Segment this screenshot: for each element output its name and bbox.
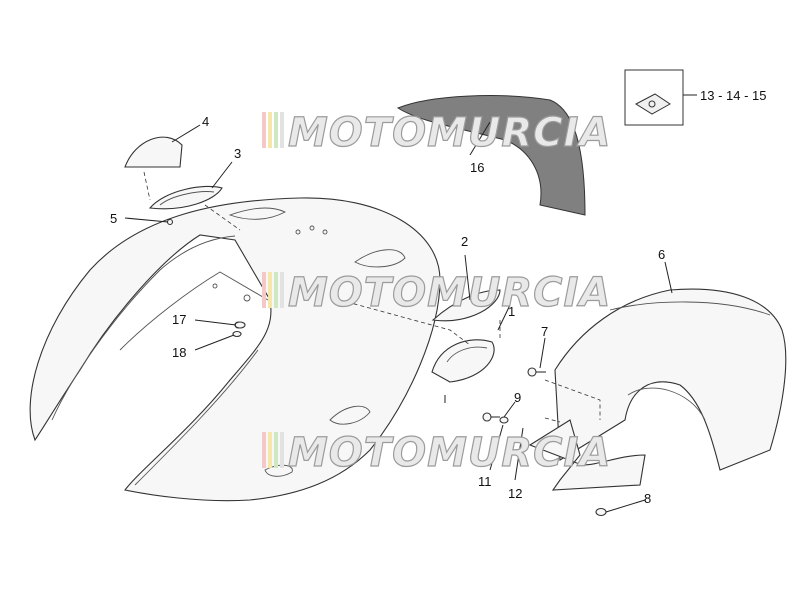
watermark-bottom: MOTOMURCIA bbox=[262, 429, 611, 477]
clip-kit-inset bbox=[624, 69, 684, 126]
leader-lines bbox=[124, 94, 697, 513]
screw-part-7 bbox=[527, 367, 546, 377]
callout-12: 12 bbox=[508, 486, 522, 501]
inner-mudguard-part-16 bbox=[396, 95, 586, 216]
reflector-part-2 bbox=[431, 289, 501, 322]
callout-11: 11 bbox=[478, 474, 492, 489]
assembly-dashed-lines bbox=[143, 171, 601, 423]
screw-part-9 bbox=[482, 412, 500, 422]
watermark-middle: MOTOMURCIA bbox=[262, 269, 611, 317]
tail-light-part-1 bbox=[431, 339, 495, 403]
callout-4: 4 bbox=[202, 114, 209, 129]
watermark-text: MOTOMURCIA bbox=[288, 110, 611, 156]
washer-part-11 bbox=[499, 416, 509, 424]
nut-part-8 bbox=[595, 507, 607, 517]
callout-1: 1 bbox=[508, 304, 515, 319]
watermark-text: MOTOMURCIA bbox=[288, 430, 611, 476]
rear-body-panel bbox=[29, 197, 441, 502]
lower-flap-part-12 bbox=[528, 419, 646, 491]
light-holder-part-3 bbox=[148, 185, 223, 226]
callout-8: 8 bbox=[644, 491, 651, 506]
callout-5: 5 bbox=[110, 211, 117, 226]
nut-part-18 bbox=[232, 330, 242, 338]
callout-16: 16 bbox=[470, 160, 484, 175]
callout-3: 3 bbox=[234, 146, 241, 161]
washer-part-17 bbox=[234, 321, 246, 329]
callout-2: 2 bbox=[461, 234, 468, 249]
callout-17: 17 bbox=[172, 312, 186, 327]
callout-7: 7 bbox=[541, 324, 548, 339]
callout-13-14-15: 13 - 14 - 15 bbox=[700, 88, 767, 103]
callout-9: 9 bbox=[514, 390, 521, 405]
callout-labels: 4 3 5 16 17 18 2 1 6 7 9 11 12 8 13 - 14… bbox=[110, 88, 767, 506]
lens-part-4 bbox=[124, 136, 183, 168]
callout-18: 18 bbox=[172, 345, 186, 360]
watermark-text: MOTOMURCIA bbox=[288, 270, 611, 316]
watermark-top: MOTOMURCIA bbox=[262, 109, 611, 157]
rear-mudguard-part-6 bbox=[554, 288, 787, 471]
callout-6: 6 bbox=[658, 247, 665, 262]
